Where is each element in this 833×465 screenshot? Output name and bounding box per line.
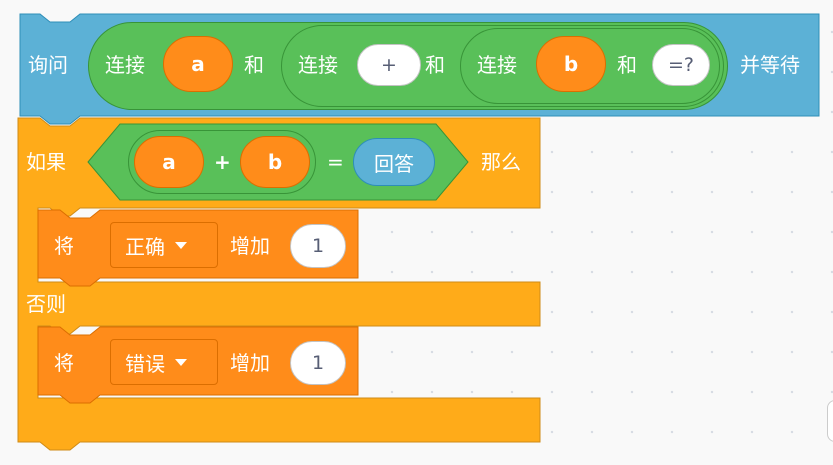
answer-reporter[interactable]: 回答: [353, 138, 435, 186]
then-label: 那么: [481, 150, 521, 174]
change-correct-value-input[interactable]: 1: [290, 224, 346, 268]
join3-and-label: 和: [617, 53, 637, 77]
if-else-block[interactable]: [17, 117, 541, 451]
equals-question-text-input[interactable]: =?: [652, 44, 710, 86]
variable-dropdown-wrong-label: 错误: [125, 351, 165, 376]
variable-dropdown-wrong[interactable]: 错误: [110, 339, 218, 385]
if-label: 如果: [26, 150, 66, 174]
dropdown-arrow-icon: [175, 241, 187, 249]
change-wrong-value-input[interactable]: 1: [290, 341, 346, 385]
variable-dropdown-correct-label: 正确: [125, 234, 165, 259]
cond-variable-a-reporter[interactable]: a: [134, 136, 204, 188]
join2-label: 连接: [298, 53, 338, 77]
join1-label: 连接: [105, 53, 145, 77]
plus-operator-label: +: [214, 150, 231, 174]
change-correct-prefix: 将: [54, 234, 74, 258]
change-wrong-prefix: 将: [54, 351, 74, 375]
workspace-scroll-edge[interactable]: [827, 400, 833, 442]
change-wrong-action: 增加: [230, 351, 270, 375]
join2-and-label: 和: [425, 53, 445, 77]
equals-operator-label: =: [327, 150, 344, 174]
variable-a-reporter[interactable]: a: [163, 36, 233, 92]
cond-variable-b-reporter[interactable]: b: [240, 136, 310, 188]
and-wait-label: 并等待: [740, 53, 800, 77]
join1-and-label: 和: [244, 53, 264, 77]
join3-label: 连接: [477, 53, 517, 77]
plus-text-input[interactable]: +: [357, 44, 421, 86]
change-correct-action: 增加: [230, 234, 270, 258]
else-label: 否则: [26, 292, 66, 316]
variable-b-reporter[interactable]: b: [536, 36, 606, 92]
dropdown-arrow-icon: [175, 358, 187, 366]
ask-label: 询问: [28, 53, 68, 77]
variable-dropdown-correct[interactable]: 正确: [110, 222, 218, 268]
